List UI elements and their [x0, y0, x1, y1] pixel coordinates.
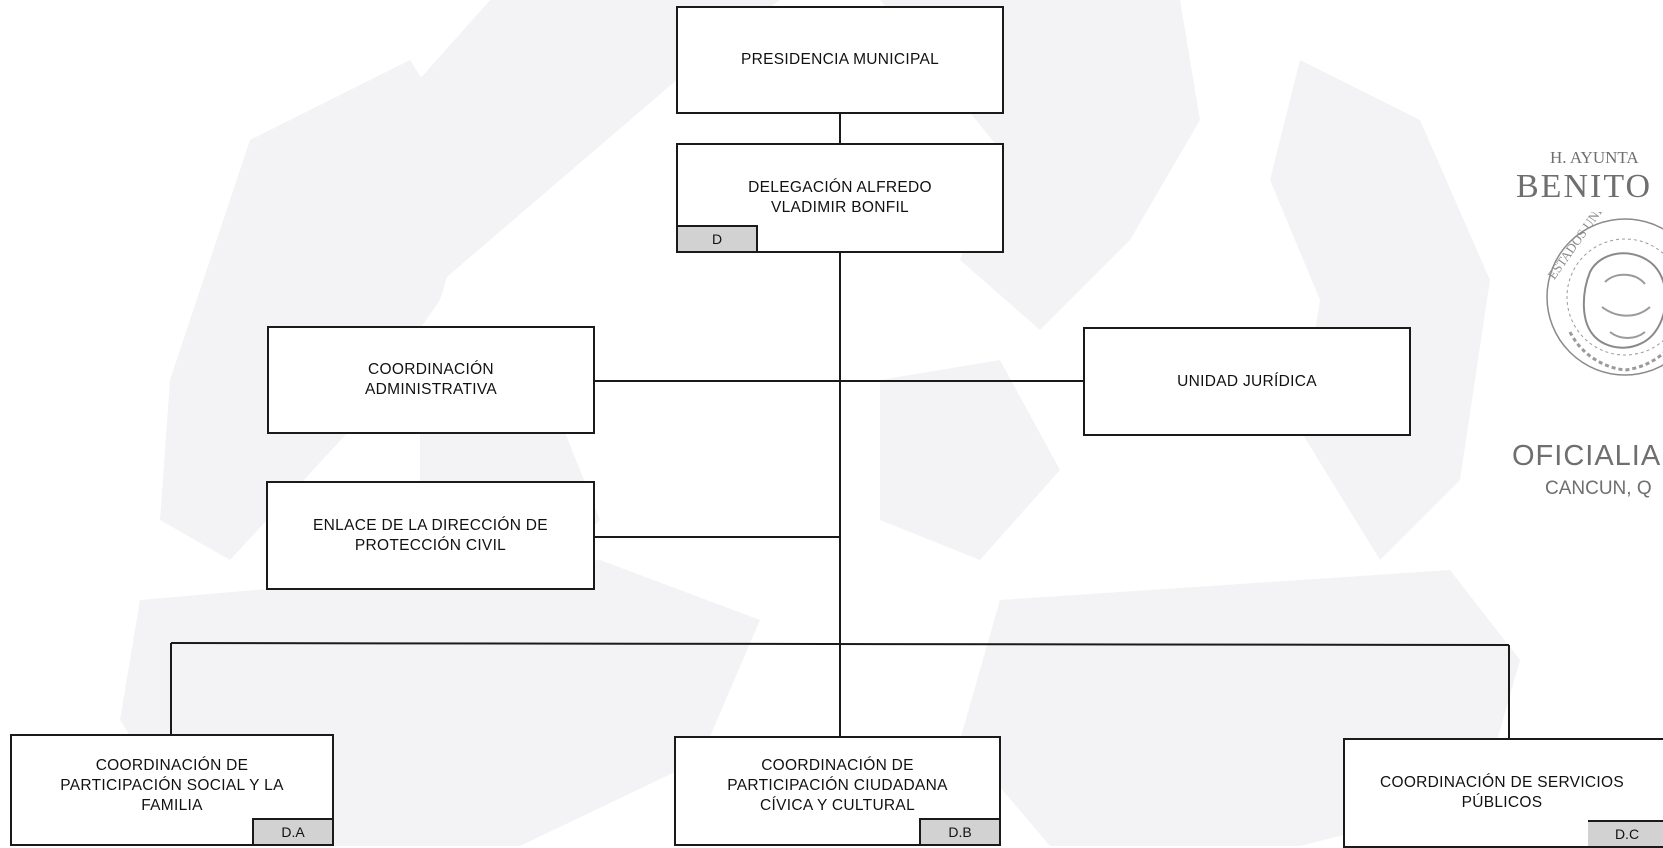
node-label: UNIDAD JURÍDICA	[1177, 372, 1317, 390]
node-label: ENLACE DE LA DIRECCIÓN DE PROTECCIÓN CIV…	[313, 516, 548, 554]
node-label: COORDINACIÓN DE SERVICIOS PÚBLICOS	[1379, 774, 1625, 811]
node-label: COORDINACIÓN DE PARTICIPACIÓN CIUDADANA …	[727, 757, 948, 814]
eagle-emblem-icon: ESTADOS UNIDOS	[1544, 212, 1663, 376]
seal-line4: CANCUN, Q	[1545, 478, 1652, 499]
node-code-tag: D.A	[252, 818, 332, 844]
node-delegacion: DELEGACIÓN ALFREDO VLADIMIR BONFIL D	[676, 143, 1004, 253]
node-coordinacion-participacion-ciudadana: COORDINACIÓN DE PARTICIPACIÓN CIUDADANA …	[674, 736, 1001, 846]
node-label: COORDINACIÓN ADMINISTRATIVA	[365, 361, 497, 398]
node-enlace-proteccion-civil: ENLACE DE LA DIRECCIÓN DE PROTECCIÓN CIV…	[266, 481, 595, 590]
official-seal-stamp: H. AYUNTA BENITO ESTADOS UNIDOS OFICIALI…	[1500, 140, 1663, 520]
node-code-tag: D	[678, 225, 758, 251]
node-unidad-juridica: UNIDAD JURÍDICA	[1083, 327, 1411, 436]
node-presidencia-municipal: PRESIDENCIA MUNICIPAL	[676, 6, 1004, 114]
node-coordinacion-administrativa: COORDINACIÓN ADMINISTRATIVA	[267, 326, 595, 434]
node-code-tag: D.B	[919, 818, 999, 844]
seal-ring-text: ESTADOS UNIDOS	[1544, 212, 1619, 282]
node-label: COORDINACIÓN DE PARTICIPACIÓN SOCIAL Y L…	[60, 757, 284, 814]
seal-line2: BENITO	[1516, 168, 1653, 205]
node-label: DELEGACIÓN ALFREDO VLADIMIR BONFIL	[748, 179, 932, 216]
node-coordinacion-servicios-publicos: COORDINACIÓN DE SERVICIOS PÚBLICOS D.C	[1343, 738, 1663, 848]
seal-line3: OFICIALIA	[1512, 440, 1662, 472]
node-label: PRESIDENCIA MUNICIPAL	[740, 51, 940, 68]
seal-line1: H. AYUNTA	[1550, 148, 1639, 167]
node-code-tag: D.C	[1588, 820, 1663, 846]
node-coordinacion-participacion-social: COORDINACIÓN DE PARTICIPACIÓN SOCIAL Y L…	[10, 734, 334, 846]
